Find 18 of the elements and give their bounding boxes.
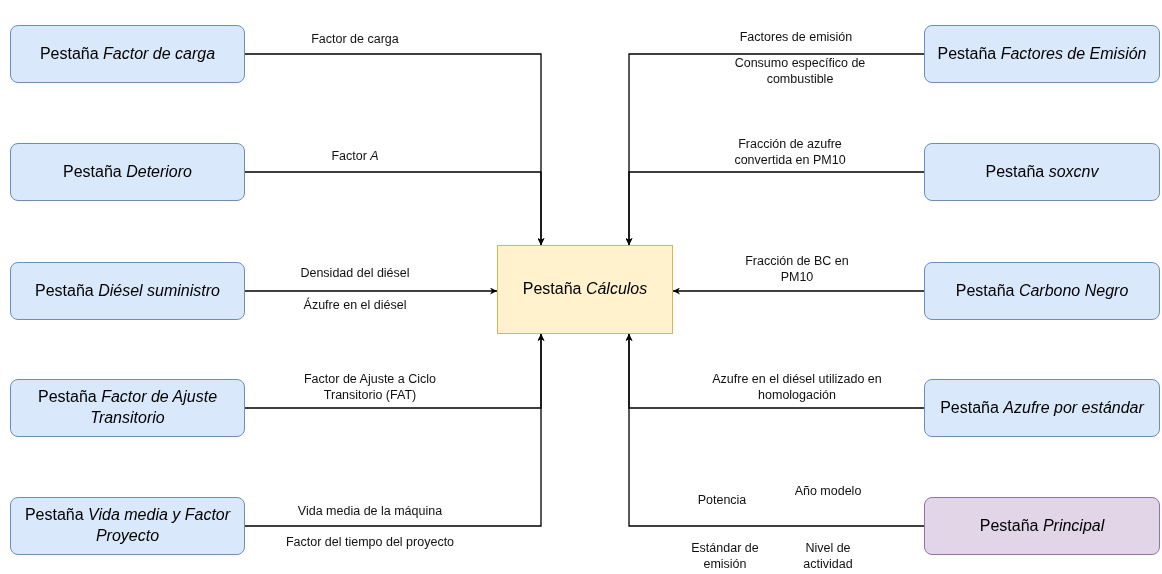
tab-box: Pestaña Factores de Emisión: [924, 25, 1160, 83]
edge-label: Azufre en el diésel utilizado en homologación: [711, 372, 883, 404]
arrow: [625, 333, 925, 527]
arrow: [625, 171, 925, 246]
arrow: [244, 287, 498, 295]
tab-box: Pestaña Principal: [924, 497, 1160, 555]
tab-box: Pestaña soxcnv: [924, 143, 1160, 201]
arrow: [244, 333, 545, 527]
calculation-box: Pestaña Cálculos: [497, 245, 673, 334]
tab-box: Pestaña Factor de carga: [10, 25, 245, 83]
tab-box: Pestaña Diésel suministro: [10, 262, 245, 320]
tab-box: Pestaña Carbono Negro: [924, 262, 1160, 320]
tab-box: Pestaña Deterioro: [10, 143, 245, 201]
tab-box: Pestaña Factor de Ajuste Transitorio: [10, 379, 245, 437]
arrow: [672, 287, 925, 295]
tab-box: Pestaña Azufre por estándar: [924, 379, 1160, 437]
arrow: [244, 171, 545, 246]
tab-box: Pestaña Vida media y Factor Proyecto: [10, 497, 245, 555]
